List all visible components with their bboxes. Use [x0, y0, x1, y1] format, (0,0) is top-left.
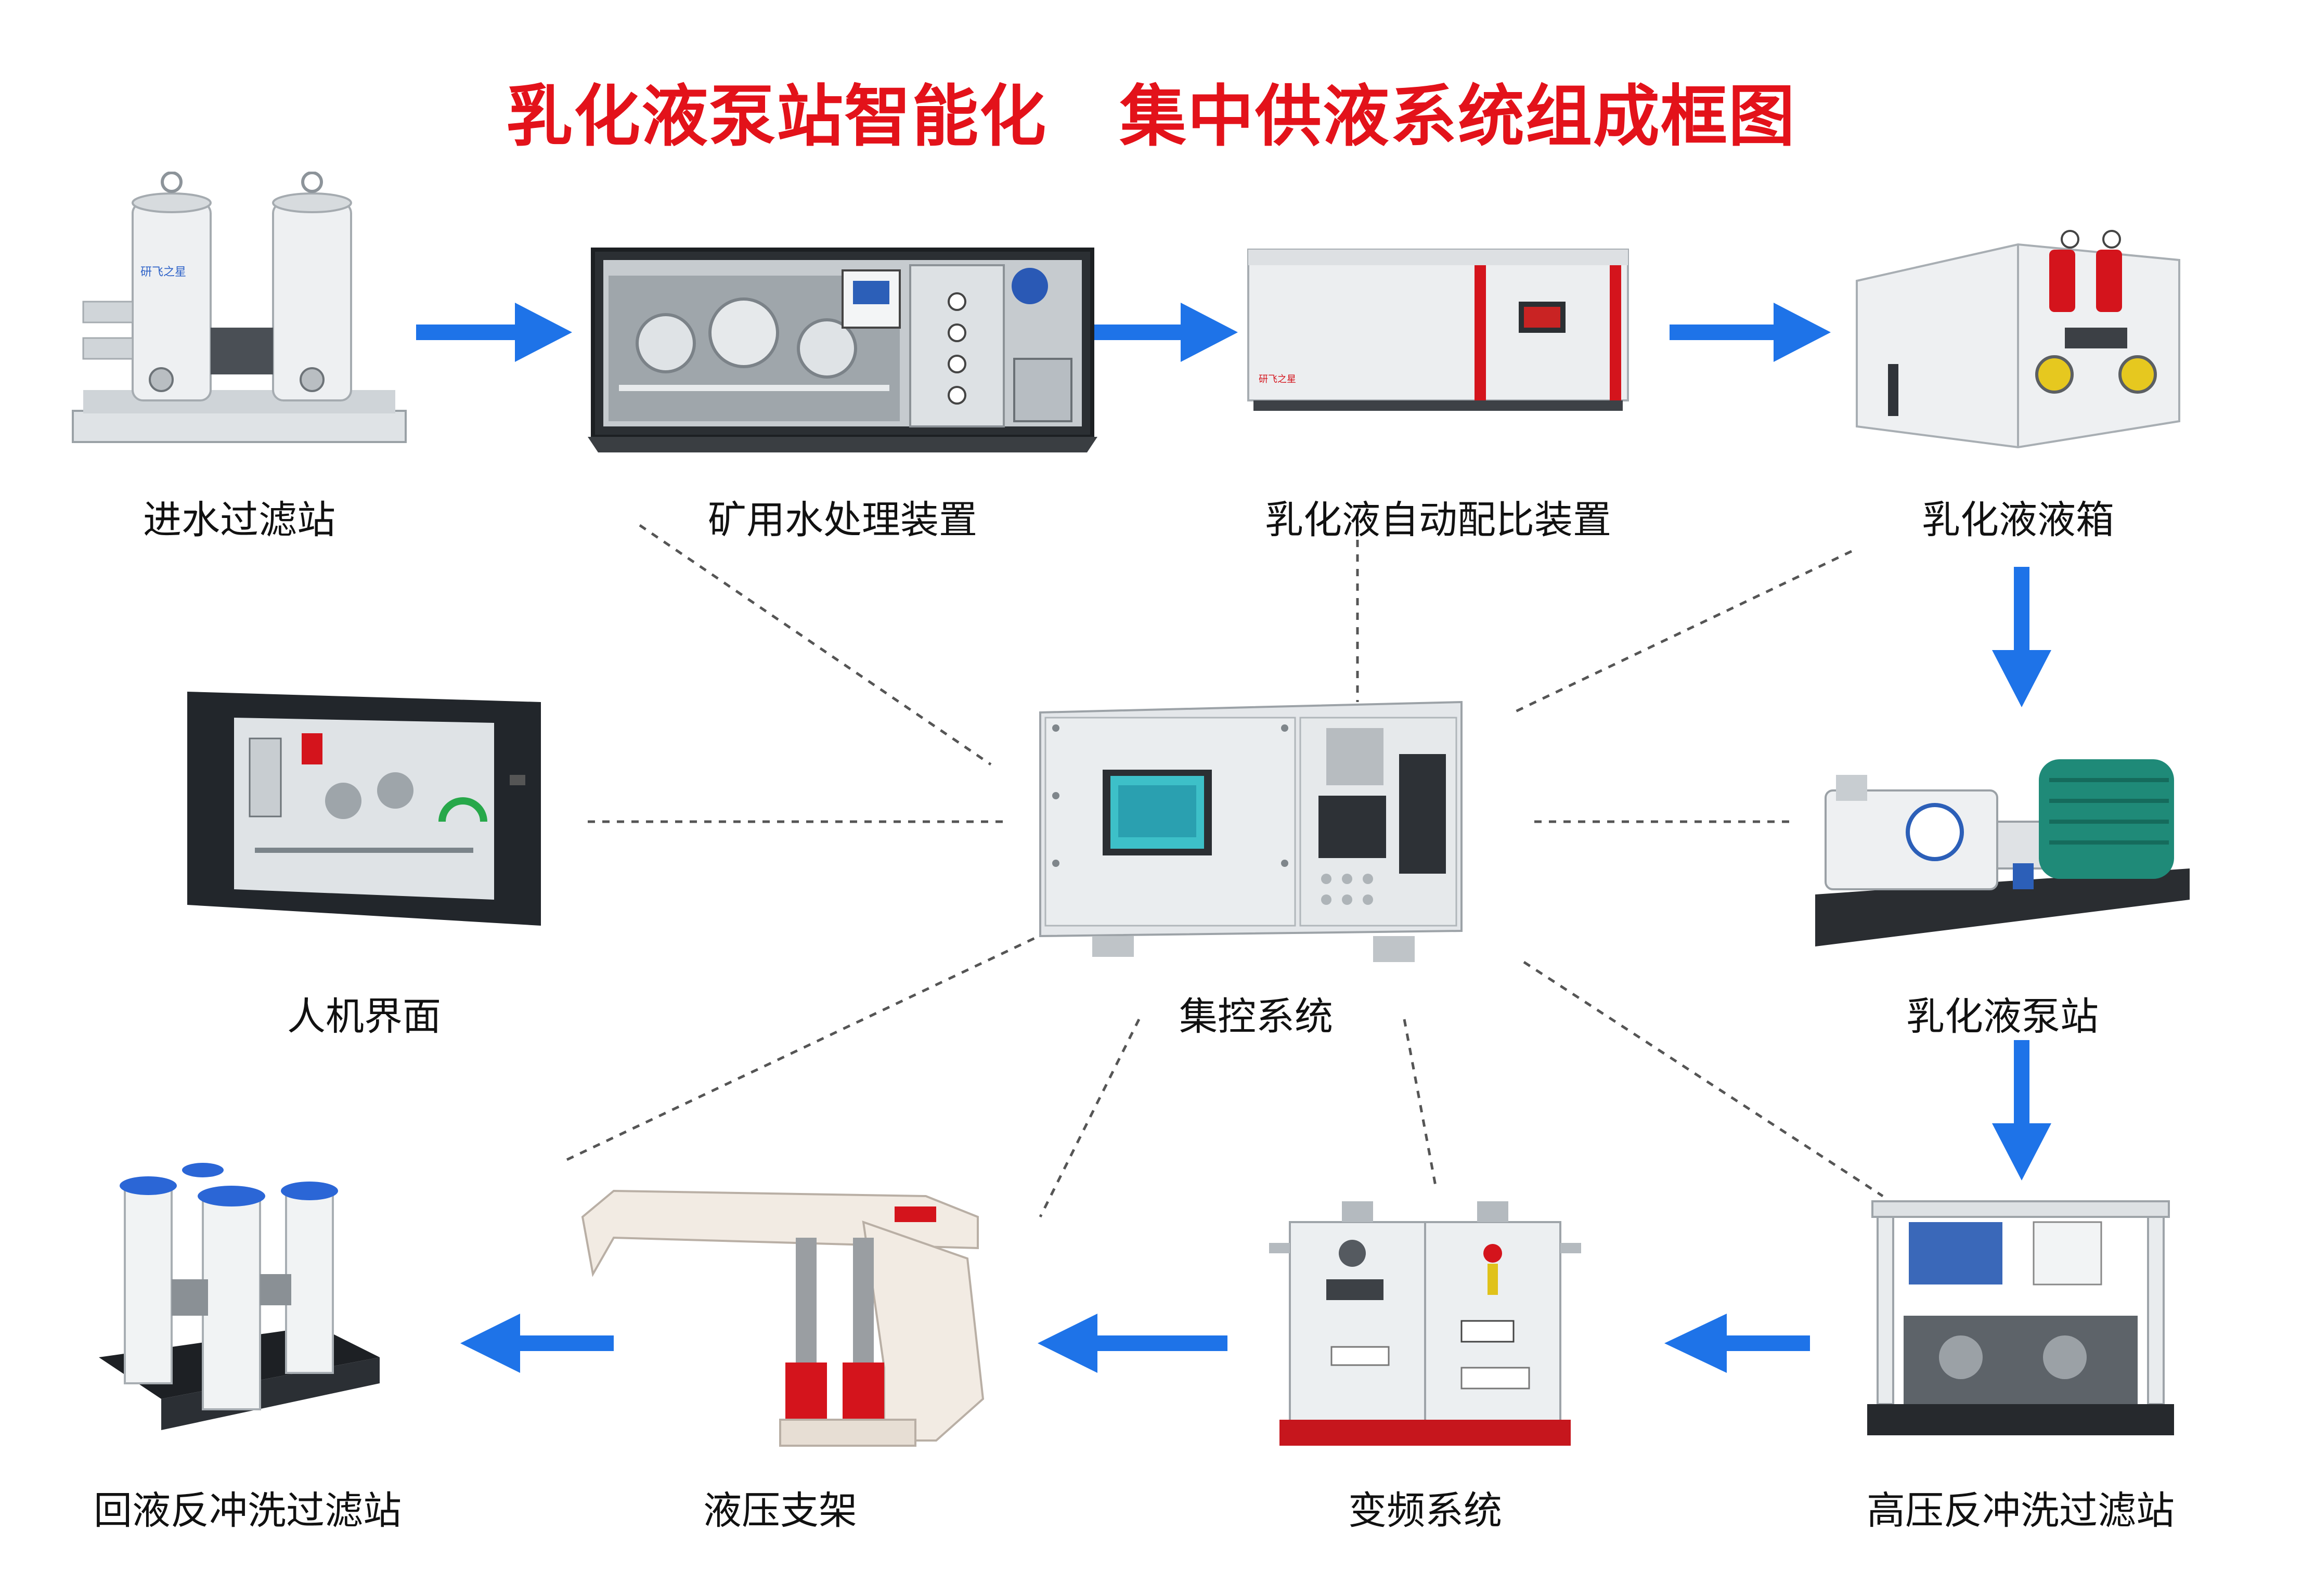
flow-arrow-2 [1087, 303, 1238, 362]
hp-filter-station-icon [1867, 1200, 2174, 1435]
flow-arrow-7 [1038, 1314, 1227, 1373]
vfd-cabinet-icon [1269, 1201, 1581, 1446]
dashed-link-tank [1512, 550, 1853, 714]
label-return-filter: 回液反冲洗过滤站 [94, 1488, 402, 1533]
hydraulic-support-icon [581, 1189, 985, 1447]
label-hp-filter: 高压反冲洗过滤站 [1867, 1488, 2175, 1533]
dashed-link-vfd [1403, 1019, 1437, 1186]
label-support: 液压支架 [703, 1488, 857, 1533]
node-return-filter [94, 1154, 385, 1446]
twin-filter-station-icon: 研飞之星 [72, 172, 407, 443]
label-control: 集控系统 [1179, 994, 1333, 1039]
auto-mixing-cabinet-icon: 研飞之星 [1247, 249, 1629, 411]
label-pump: 乳化液泵站 [1906, 994, 2099, 1039]
touch-panel-icon [187, 692, 541, 926]
node-hmi [182, 681, 546, 931]
flow-arrow-8 [460, 1314, 614, 1373]
flow-arrow-5 [1992, 1040, 2051, 1180]
node-hp-filter [1857, 1191, 2184, 1451]
pump-motor-icon [1815, 759, 2190, 946]
flow-arrow-4 [1992, 567, 2051, 707]
dashed-link-return-filter [566, 924, 1062, 1161]
node-control [1035, 692, 1477, 972]
node-pump [1805, 728, 2200, 962]
svg-text:研飞之星: 研飞之星 [1259, 374, 1296, 385]
node-vfd [1259, 1191, 1592, 1451]
diagram-title: 乳化液泵站智能化 集中供液系统组成框图 [506, 78, 1796, 155]
backflush-filter-icon [99, 1163, 380, 1430]
dashed-link-support [1039, 1018, 1141, 1218]
node-support [572, 1180, 988, 1451]
emulsion-tank-icon [1856, 230, 2180, 449]
flow-arrow-3 [1670, 303, 1831, 362]
svg-text:研飞之星: 研飞之星 [140, 266, 186, 279]
node-inlet-filter: 研飞之星 [62, 172, 416, 463]
node-auto-mix: 研飞之星 [1243, 244, 1633, 416]
label-vfd: 变频系统 [1348, 1488, 1502, 1533]
label-tank: 乳化液液箱 [1922, 498, 2114, 542]
water-treatment-skid-icon [588, 248, 1097, 452]
label-inlet-filter: 进水过滤站 [143, 498, 335, 542]
label-hmi: 人机界面 [287, 994, 441, 1039]
flow-arrow-1 [416, 303, 572, 362]
label-water-treatment: 矿用水处理装置 [708, 498, 977, 542]
node-water-treatment [588, 244, 1097, 458]
flow-arrow-6 [1664, 1314, 1810, 1373]
dashed-link-water-treatment [639, 524, 992, 766]
label-auto-mix: 乳化液自动配比装置 [1265, 498, 1611, 542]
control-cabinet-icon [1039, 700, 1463, 962]
node-tank [1846, 218, 2190, 458]
